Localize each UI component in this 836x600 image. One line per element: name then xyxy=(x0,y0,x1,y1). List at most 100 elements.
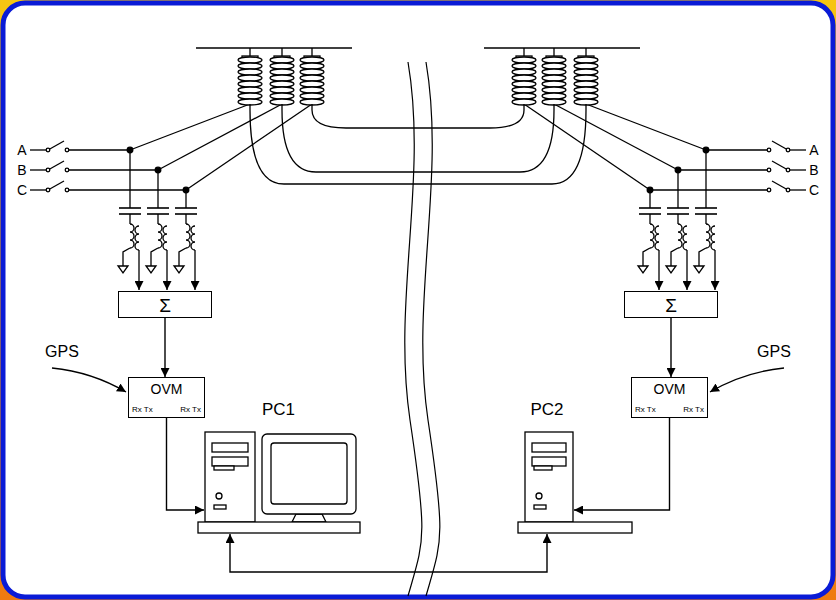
monitor xyxy=(262,434,356,514)
bushing-shed xyxy=(270,69,294,75)
ground-lead xyxy=(179,248,186,266)
bushing-shed xyxy=(574,57,598,63)
switch-blade xyxy=(772,141,788,150)
capacitor-plate xyxy=(147,207,169,209)
drive-slot xyxy=(212,457,248,466)
switch-blade xyxy=(48,181,64,190)
led xyxy=(534,505,546,509)
secondary-coil xyxy=(163,226,167,250)
computer-tower xyxy=(525,432,573,522)
signal-lead xyxy=(138,250,139,290)
gps-label: GPS xyxy=(757,344,791,360)
summing-box: Σ xyxy=(624,291,718,318)
bushing-stem xyxy=(281,104,282,110)
phase-line xyxy=(788,189,806,190)
phase-label: A xyxy=(17,143,26,157)
transformer-coil xyxy=(186,224,190,248)
power-button xyxy=(216,493,222,499)
signal-lead xyxy=(686,250,687,290)
switch-contact xyxy=(46,188,50,192)
capacitor-lead xyxy=(649,190,650,208)
phase-label: A xyxy=(809,143,818,157)
signal-lead xyxy=(194,250,195,290)
bushing-lead xyxy=(586,104,706,150)
port-label: Rx Tx xyxy=(132,406,153,414)
ovm-unit: OVMRx TxRx Tx xyxy=(128,377,205,418)
switch-contact xyxy=(767,188,771,192)
capacitor-lead xyxy=(185,190,186,208)
secondary-coil xyxy=(135,226,139,250)
bushing-shed xyxy=(574,75,598,81)
ground-symbol xyxy=(174,266,184,273)
bushing-shed xyxy=(238,63,262,69)
bushing-shed xyxy=(238,57,262,63)
bushing-shed xyxy=(238,93,262,99)
bushing-shed xyxy=(512,93,536,99)
computer-tower xyxy=(205,432,255,522)
phase-line xyxy=(30,149,48,150)
switch-contact xyxy=(65,168,69,172)
ground-lead xyxy=(151,248,158,266)
busbar xyxy=(484,47,640,49)
computer: PC2 xyxy=(520,428,574,534)
bushing-shed xyxy=(238,75,262,81)
bushing-stem xyxy=(585,104,586,110)
phase-line xyxy=(69,169,158,170)
signal-connector xyxy=(164,318,165,377)
phase-line xyxy=(650,189,767,190)
break-lines xyxy=(405,62,440,596)
ground-symbol xyxy=(666,266,676,273)
capacitor-plate xyxy=(667,207,689,209)
secondary-coil xyxy=(683,226,687,250)
computer: PC1 xyxy=(204,428,358,534)
bushing-shed xyxy=(542,81,566,87)
busbar xyxy=(196,47,352,49)
power-button xyxy=(536,493,542,499)
summing-box: Σ xyxy=(118,291,212,318)
phase-label: C xyxy=(17,183,27,197)
bushing-shed xyxy=(542,63,566,69)
secondary-coil xyxy=(191,226,195,250)
bushing-shed xyxy=(574,81,598,87)
bushing-shed xyxy=(300,93,324,99)
switch-contact xyxy=(767,168,771,172)
phase-line xyxy=(69,149,130,150)
capacitor-plate xyxy=(119,207,141,209)
bushing-shed xyxy=(238,81,262,87)
switch-blade xyxy=(48,161,64,170)
transformer-coil xyxy=(706,224,710,248)
gps-line xyxy=(710,368,784,392)
switch-contact xyxy=(46,148,50,152)
node-label: OVM xyxy=(129,382,204,396)
capacitor-lead xyxy=(677,170,678,208)
capacitor-lead xyxy=(677,214,678,224)
ground-lead xyxy=(671,248,678,266)
bushing-shed xyxy=(542,57,566,63)
transformer-coil xyxy=(130,224,134,248)
transformer-coil xyxy=(678,224,682,248)
ground-symbol xyxy=(146,266,156,273)
capacitor-plate xyxy=(639,207,661,209)
bushing-shed xyxy=(512,69,536,75)
bushing-shed xyxy=(270,87,294,93)
phase-line xyxy=(788,149,806,150)
capacitor-lead xyxy=(129,150,130,208)
computer-name: PC1 xyxy=(262,401,295,418)
bushing-shed xyxy=(512,75,536,81)
switch-contact xyxy=(786,168,790,172)
ground-symbol xyxy=(118,266,128,273)
drive-slot xyxy=(214,466,234,470)
bushing-shed xyxy=(574,87,598,93)
computer-name: PC2 xyxy=(530,401,563,418)
bushing-shed xyxy=(300,63,324,69)
bushing-shed xyxy=(270,57,294,63)
capacitor-lead xyxy=(649,214,650,224)
bushing-shed xyxy=(574,69,598,75)
bushing-shed xyxy=(270,63,294,69)
bushing-shed xyxy=(574,93,598,99)
bushing-shed xyxy=(300,69,324,75)
secondary-coil xyxy=(655,226,659,250)
signal-connector xyxy=(167,418,205,510)
drive-slot xyxy=(534,466,552,470)
